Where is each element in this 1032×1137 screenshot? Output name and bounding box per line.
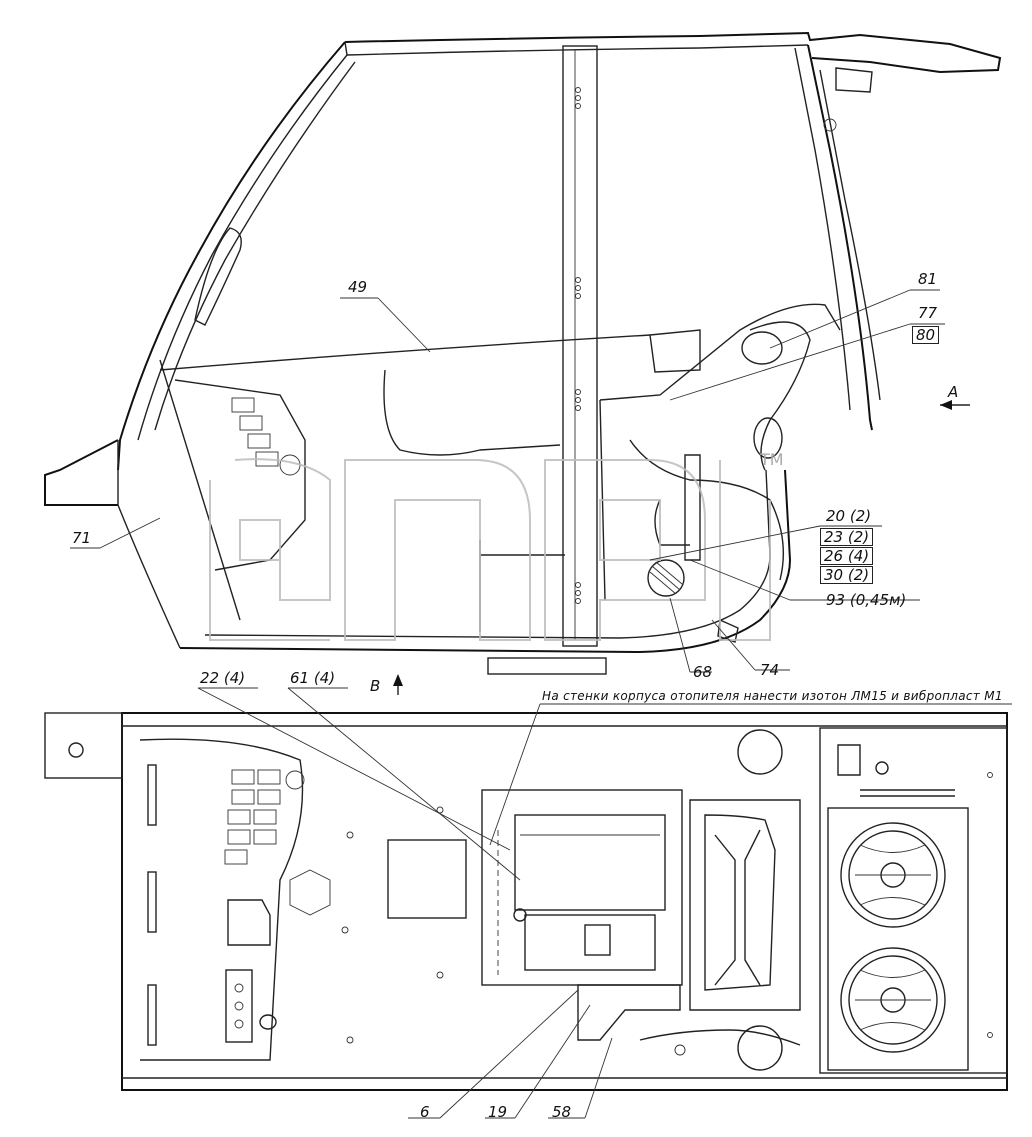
callout-93: 93 (0,45м) [826, 591, 907, 609]
cab-side-view [44, 31, 1002, 675]
callout-26: 26 (4) [820, 547, 874, 565]
callout-6: 6 [420, 1103, 430, 1121]
callout-81: 81 [918, 270, 938, 288]
cab-floor-plan-view [44, 712, 1008, 1091]
callout-49: 49 [348, 278, 368, 296]
callout-77: 77 [918, 304, 938, 322]
leader-lines [70, 289, 1012, 1119]
callout-19: 19 [488, 1103, 508, 1121]
callout-68: 68 [693, 663, 713, 681]
hinge-dots [575, 87, 581, 604]
callout-20: 20 (2) [826, 507, 872, 525]
callout-80: 80 [912, 326, 940, 344]
callout-23: 23 (2) [820, 528, 874, 546]
callout-61: 61 (4) [290, 669, 336, 687]
callout-71: 71 [72, 529, 92, 547]
view-label-a: A [948, 383, 959, 401]
callout-30: 30 (2) [820, 566, 874, 584]
callout-74: 74 [760, 661, 780, 679]
callout-58: 58 [552, 1103, 572, 1121]
watermark-logo [209, 458, 771, 641]
vent-slots [147, 764, 157, 1046]
watermark-tm: TM [760, 450, 784, 469]
callout-22: 22 (4) [200, 669, 246, 687]
assembly-note: На стенки корпуса отопителя нанести изот… [542, 689, 1003, 703]
view-label-b: B [370, 677, 381, 695]
